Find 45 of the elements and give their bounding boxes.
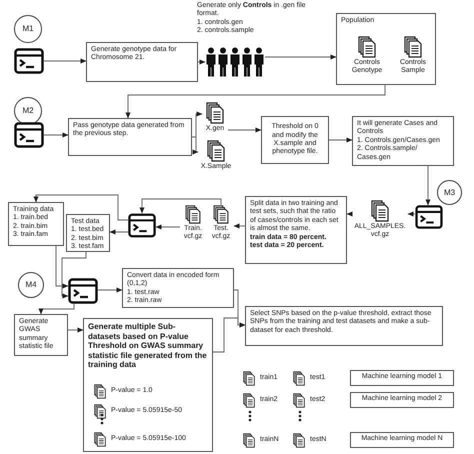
arrow (426, 166, 430, 206)
module-label: M3 (444, 188, 456, 198)
module-circle (14, 15, 42, 43)
arrow (98, 288, 122, 292)
arrow (408, 212, 416, 216)
arrow (34, 194, 128, 220)
arrow (126, 84, 386, 118)
process-box (8, 202, 64, 246)
arrow (156, 224, 180, 230)
process-box (68, 118, 192, 156)
arrow (38, 304, 74, 314)
process-box (66, 214, 110, 252)
process-box (352, 116, 454, 166)
arrow (62, 252, 86, 298)
arrow (264, 54, 336, 60)
process-box (261, 116, 329, 164)
process-box (14, 314, 68, 356)
process-box (245, 306, 443, 346)
module-circle (437, 180, 462, 205)
model-box (350, 370, 454, 386)
arrow (198, 60, 206, 64)
arrow (234, 224, 246, 228)
module-label: M4 (25, 280, 37, 290)
arrow (328, 138, 352, 142)
arrow (140, 198, 222, 214)
process-box (83, 318, 213, 452)
model-box (350, 392, 454, 408)
process-box (122, 268, 234, 308)
arrow (56, 246, 68, 288)
arrow (44, 58, 86, 64)
process-box (86, 42, 198, 82)
arrow (192, 136, 198, 154)
arrow (212, 318, 246, 352)
module-circle (14, 97, 42, 125)
arrow (346, 212, 352, 216)
module-circle (18, 272, 44, 298)
arrow (68, 328, 84, 332)
module-label: M1 (22, 24, 34, 34)
process-box (245, 196, 347, 264)
module-label: M2 (22, 106, 34, 116)
process-box (336, 13, 436, 85)
model-box (350, 432, 454, 448)
box-text: Generate multiple Sub-datasets based on P-value Threshold on GWAS summary statistic file generated from the training data (88, 322, 208, 370)
arrow (44, 132, 68, 138)
arrow (110, 230, 128, 234)
